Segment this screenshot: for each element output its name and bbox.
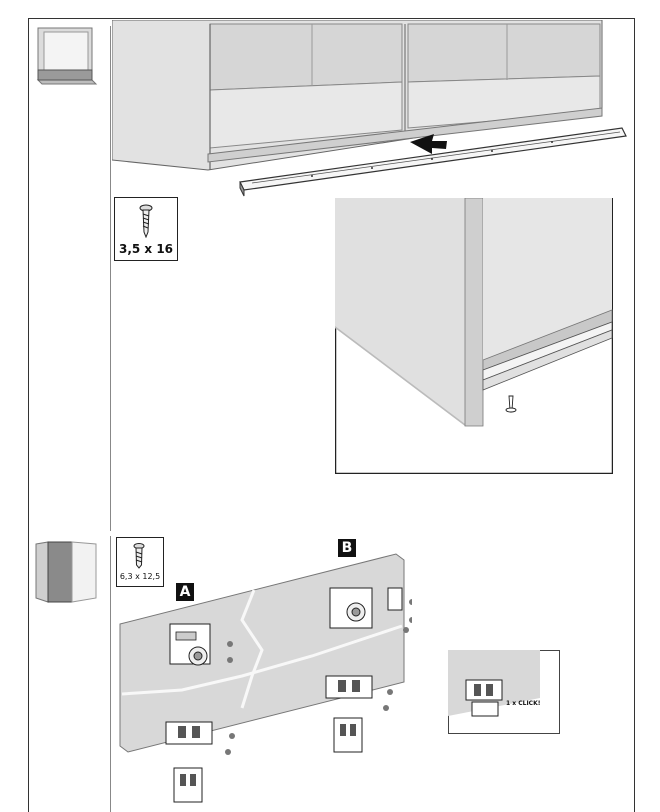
- door-thumbnail: [35, 541, 97, 603]
- fitting-a-badge: A: [176, 583, 194, 601]
- left-margin-line: [28, 18, 29, 812]
- screw-spec-box: 3,5 x 16: [114, 197, 178, 261]
- screw-icon: [505, 395, 517, 414]
- screw-size-label: 3,5 x 16: [118, 242, 174, 256]
- top-border: [28, 18, 634, 19]
- cabinet-bottom-illustration: [112, 20, 627, 197]
- cabinet-thumbnail: [36, 27, 98, 85]
- fitting-b: [329, 587, 403, 629]
- column-divider-2: [110, 536, 111, 812]
- screw-size-label: 6,3 x 12,5: [119, 572, 161, 581]
- screw-spec-box: 6,3 x 12,5: [116, 537, 164, 587]
- fitting-a: [169, 623, 211, 666]
- lower-guide-right: [325, 675, 373, 753]
- screw-icon: [133, 543, 145, 569]
- right-margin-line: [634, 18, 635, 812]
- lower-guide-left: [165, 721, 213, 803]
- screw-icon: [139, 204, 153, 238]
- click-detail-illustration: [448, 650, 560, 734]
- click-label: 1 x CLICK!: [506, 700, 541, 707]
- fitting-b-badge: B: [338, 539, 356, 557]
- door-panel-illustration: [119, 553, 412, 803]
- rail-detail-illustration: [335, 198, 613, 474]
- column-divider: [110, 26, 111, 531]
